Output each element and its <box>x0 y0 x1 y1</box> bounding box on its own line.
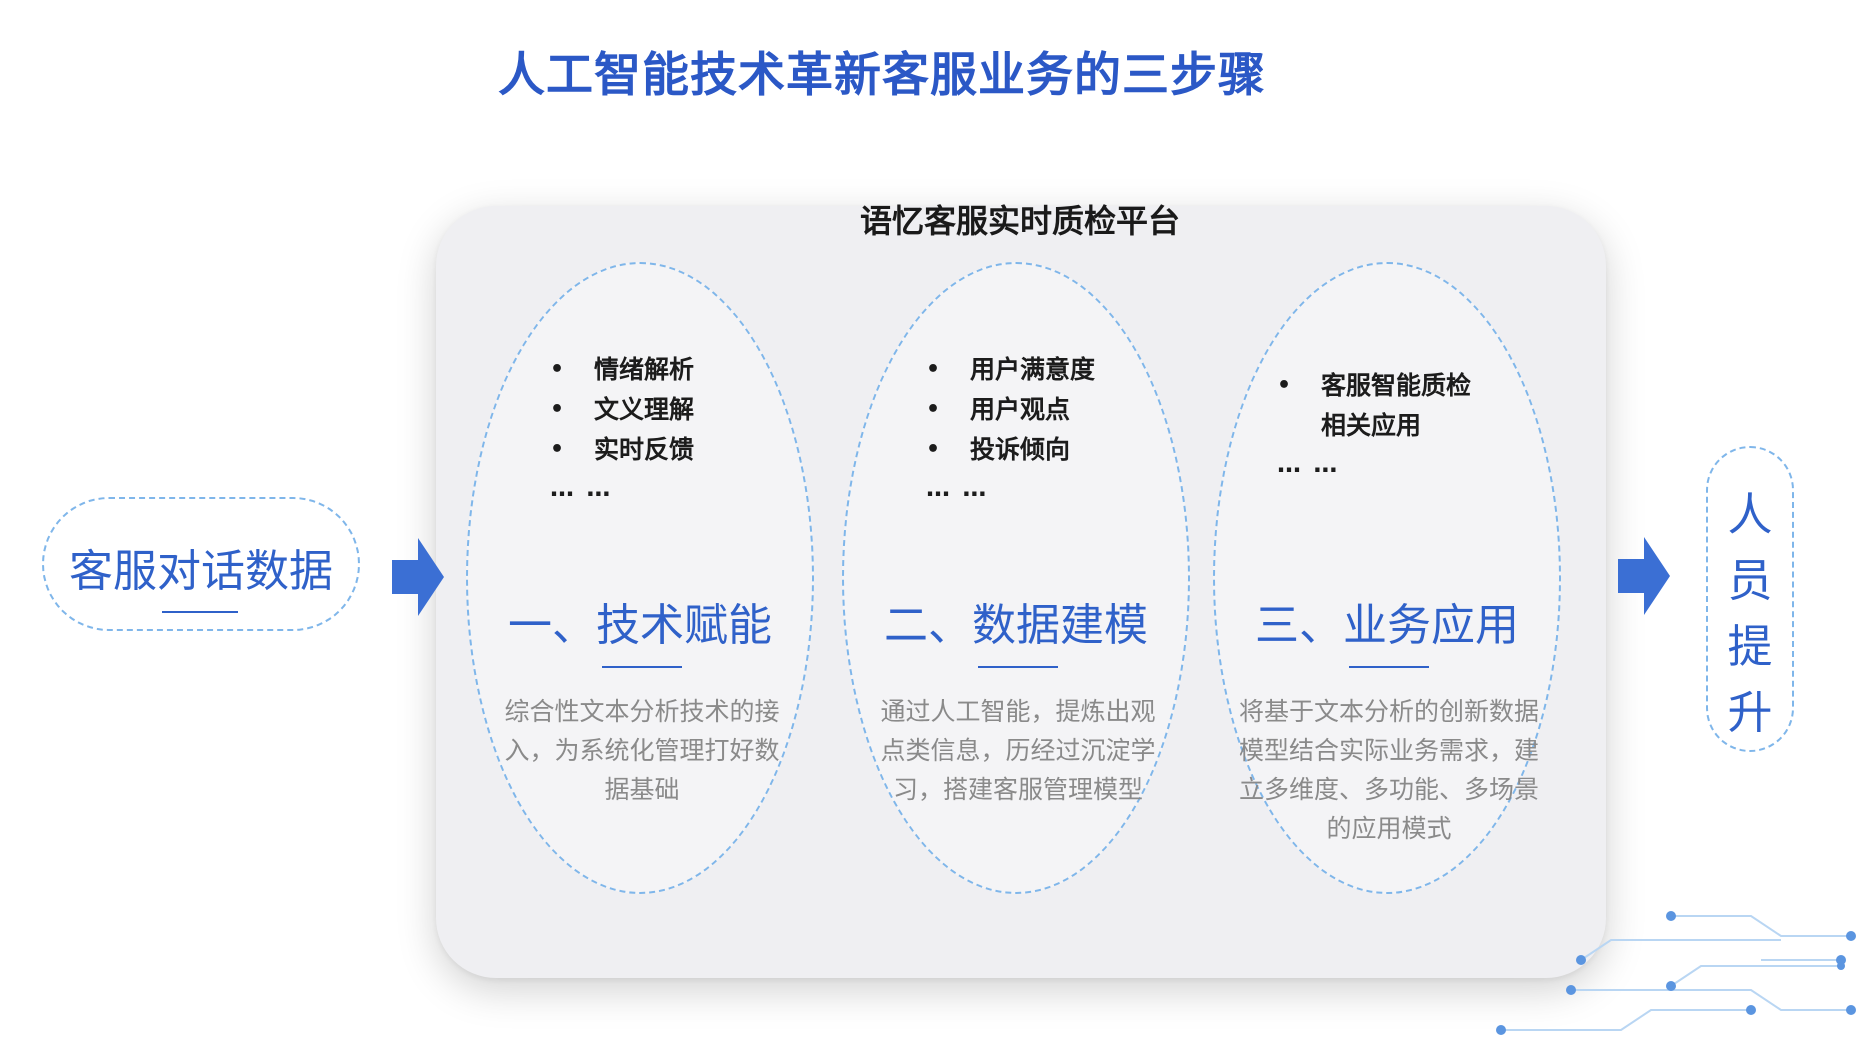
arrow-right-icon <box>1618 537 1670 615</box>
bullet-dot: • <box>926 357 941 382</box>
bullet-ellipsis: … … <box>1277 450 1340 478</box>
output-char: 人 <box>1727 488 1773 541</box>
bullet-ellipsis: … … <box>926 474 989 502</box>
bullet-item: •文义理解 <box>550 390 780 430</box>
bullet-item: •用户观点 <box>926 390 1156 430</box>
bullet-item: •客服智能质检相关应用 <box>1277 366 1507 446</box>
heading-underline <box>978 666 1058 668</box>
bullet-ellipsis: … … <box>550 474 613 502</box>
stage-heading: 一、技术赋能 <box>508 600 772 651</box>
platform-title: 语忆客服实时质检平台 <box>859 202 1180 240</box>
stage-tech-empowerment: •情绪解析 •文义理解 •实时反馈 … … 一、技术赋能 综合性文本分析技术的接… <box>466 262 814 894</box>
arrow-right-icon <box>392 538 444 616</box>
heading-underline <box>1349 666 1429 668</box>
bullet-item: •用户满意度 <box>926 350 1156 390</box>
bullet-item: •投诉倾向 <box>926 430 1156 470</box>
circuit-decoration-icon <box>1496 911 1856 1035</box>
bullet-dot: • <box>550 397 565 422</box>
output-result-pill: 人 员 提 升 <box>1706 446 1794 752</box>
input-underline <box>162 611 238 613</box>
bullet-dot: • <box>926 397 941 422</box>
stage-bullet-list: •用户满意度 •用户观点 •投诉倾向 … … <box>926 350 1156 502</box>
bullet-dot: • <box>1277 373 1292 398</box>
input-label: 客服对话数据 <box>69 546 333 597</box>
stage-business-application: •客服智能质检相关应用 … … 三、业务应用 将基于文本分析的创新数据模型结合实… <box>1213 262 1561 894</box>
stage-bullet-list: •情绪解析 •文义理解 •实时反馈 … … <box>550 350 780 502</box>
stage-heading: 三、业务应用 <box>1255 600 1519 651</box>
bullet-dot: • <box>550 437 565 462</box>
bullet-item: •实时反馈 <box>550 430 780 470</box>
stage-heading: 二、数据建模 <box>884 600 1148 651</box>
input-data-pill: 客服对话数据 <box>42 497 360 631</box>
heading-underline <box>602 666 682 668</box>
output-char: 提 <box>1727 620 1773 673</box>
stage-data-modeling: •用户满意度 •用户观点 •投诉倾向 … … 二、数据建模 通过人工智能，提炼出… <box>842 262 1190 894</box>
stage-description: 将基于文本分析的创新数据模型结合实际业务需求，建立多维度、多功能、多场景的应用模… <box>1238 697 1539 843</box>
stage-description: 通过人工智能，提炼出观点类信息，历经过沉淀学习，搭建客服管理模型 <box>880 697 1156 804</box>
bullet-dot: • <box>926 437 941 462</box>
bullet-item: •情绪解析 <box>550 350 780 390</box>
bullet-dot: • <box>550 357 565 382</box>
stage-description: 综合性文本分析技术的接入，为系统化管理打好数据基础 <box>504 697 780 804</box>
stage-bullet-list: •客服智能质检相关应用 … … <box>1277 366 1507 478</box>
output-char: 升 <box>1727 686 1773 739</box>
output-char: 员 <box>1727 554 1773 607</box>
page-title: 人工智能技术革新客服业务的三步骤 <box>498 48 1266 103</box>
